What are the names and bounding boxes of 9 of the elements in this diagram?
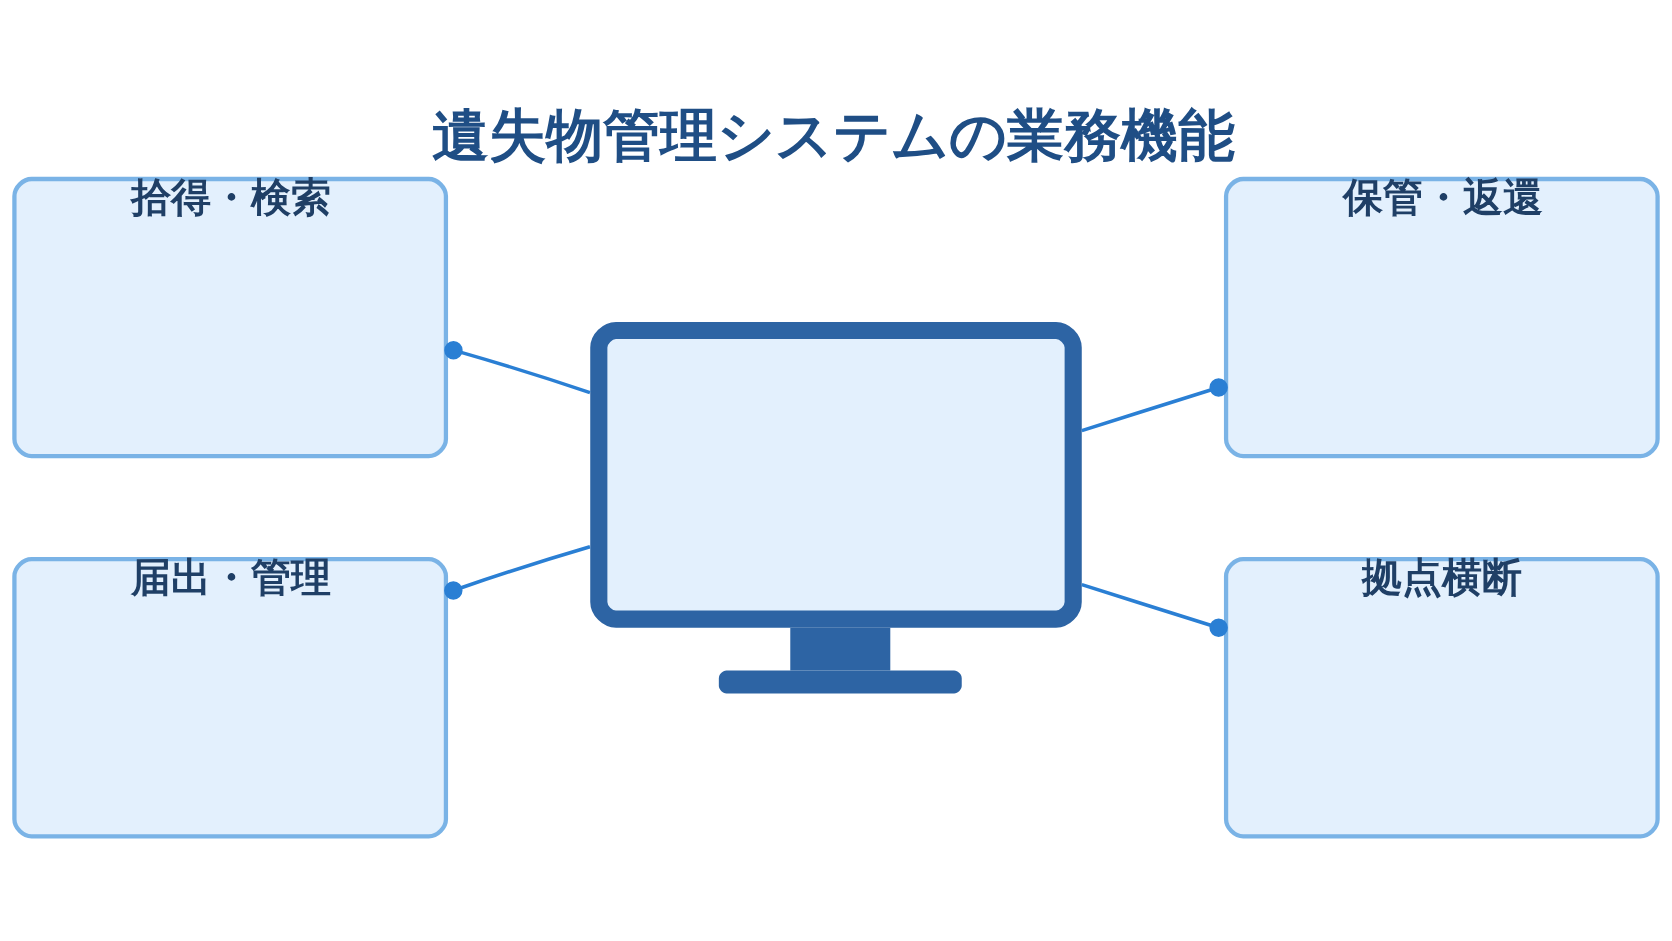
node-box: 保管・返還 — [1223, 176, 1660, 459]
diagram-title: 遺失物管理システムの業務機能 — [432, 101, 1236, 168]
node-box: 拾得・検索 — [12, 176, 449, 459]
connector — [444, 545, 591, 600]
node-box: 拠点横断 — [1223, 556, 1660, 839]
connector — [1081, 582, 1228, 637]
node-box: 届出・管理 — [12, 556, 449, 839]
connector — [444, 340, 591, 395]
connector — [1081, 378, 1228, 433]
